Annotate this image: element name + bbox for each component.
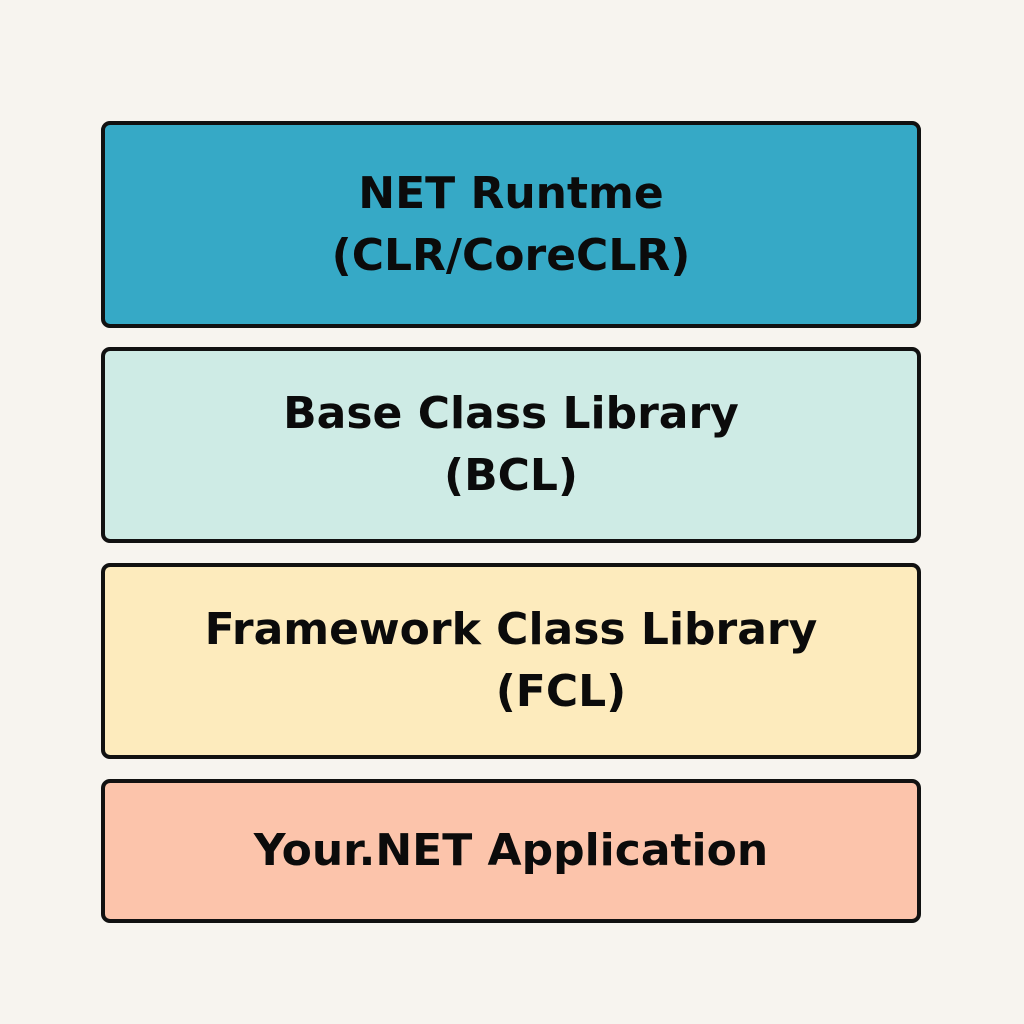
layer-framework-class-library-subtitle: (FCL) [495,666,627,717]
layer-net-runtime: NET Runtme (CLR/CoreCLR) [101,121,921,328]
layer-net-runtime-title: NET Runtme [358,167,664,219]
layer-base-class-library-subtitle: (BCL) [443,450,579,501]
layer-framework-class-library: Framework Class Library (FCL) [101,563,921,759]
layer-your-net-application: Your.NET Application [101,779,921,923]
layer-base-class-library: Base Class Library (BCL) [101,347,921,543]
layer-base-class-library-title: Base Class Library [283,388,739,439]
layer-framework-class-library-title: Framework Class Library [204,604,818,655]
layer-your-net-application-title: Your.NET Application [253,825,769,876]
layer-net-runtime-subtitle: (CLR/CoreCLR) [331,229,691,281]
